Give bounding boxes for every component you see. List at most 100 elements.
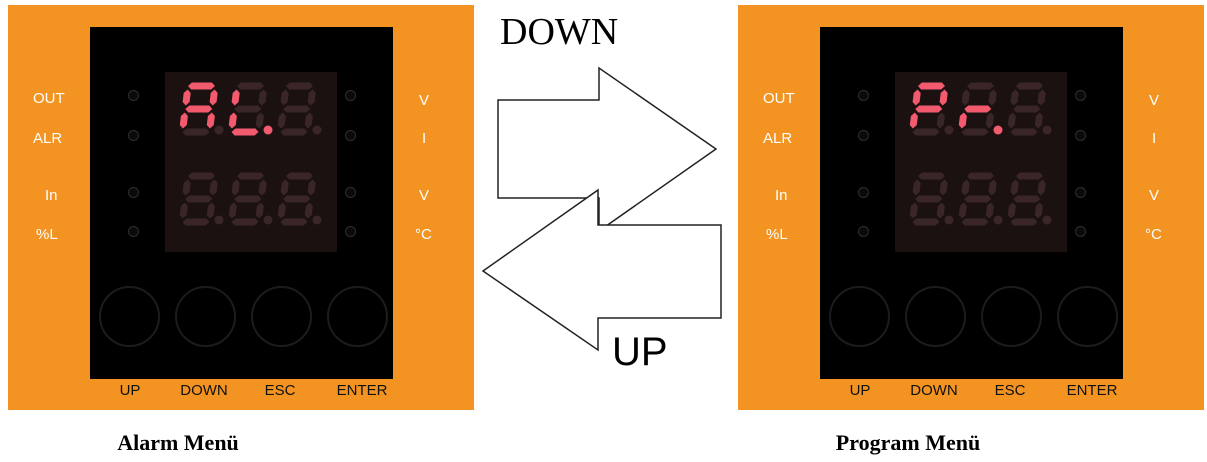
led-percent-l [858,226,869,237]
segment-f [280,89,289,106]
led-in [128,187,139,198]
label-current: I [422,130,427,147]
segment-c [206,202,215,219]
enter-key-label: ENTER [1066,382,1118,399]
segment-b [1037,179,1046,196]
segment-d [280,128,308,136]
down-arrow [497,66,718,233]
decimal-point [993,215,1003,225]
segment-b [209,89,218,106]
segment-b [988,89,997,106]
decimal-point [944,125,954,135]
led-out [858,90,869,101]
segment-d [182,128,210,136]
segment-d [961,218,989,226]
segment-f [280,179,289,196]
segment-g [234,195,262,203]
segment-e [228,202,237,219]
led-in [858,187,869,198]
decimal-point [263,215,273,225]
alarm-menu-caption: Alarm Menü [117,430,239,455]
decimal-point [1042,215,1052,225]
segment-a [286,172,313,180]
segment-b [988,179,997,196]
segment-c [936,112,945,129]
label-celsius: °C [415,226,432,243]
segment-e [909,112,918,129]
label-volt-2: V [419,187,430,204]
segment-g [185,195,213,203]
segment-d [1010,128,1038,136]
segment-f [182,89,191,106]
down-key[interactable] [905,286,966,347]
segment-c [304,112,313,129]
seven-segment-display [895,72,1067,252]
segment-g [283,105,311,113]
enter-key[interactable] [1057,286,1118,347]
segment-a [1016,82,1043,90]
segment-a [188,82,215,90]
segment-f [912,179,921,196]
seven-segment-display [165,72,337,252]
segment-b [209,179,218,196]
segment-a [286,82,313,90]
segment-a [237,172,264,180]
label-current: I [1152,130,1157,147]
segment-d [231,128,259,136]
led-percent-l [128,226,139,237]
segment-c [206,112,215,129]
segment-f [961,89,970,106]
led-volt-1 [1075,90,1086,101]
decimal-point [214,125,224,135]
led-volt-2 [1075,187,1086,198]
up-key[interactable] [829,286,890,347]
segment-g [1013,105,1041,113]
segment-b [258,179,267,196]
up-key[interactable] [99,286,160,347]
segment-c [936,202,945,219]
segment-f [1010,89,1019,106]
decimal-point [312,125,322,135]
segment-b [939,179,948,196]
led-volt-1 [345,90,356,101]
controller-face [820,27,1123,379]
segment-a [237,82,264,90]
segment-e [958,112,967,129]
label-volt-1: V [419,92,430,109]
segment-e [1007,112,1016,129]
decimal-point [944,215,954,225]
segment-d [912,218,940,226]
led-out [128,90,139,101]
segment-a [967,82,994,90]
label-celsius: °C [1145,226,1162,243]
up-arrow-label: UP [612,330,668,374]
segment-e [277,112,286,129]
up-key-label: UP [849,382,871,399]
segment-e [228,112,237,129]
down-key[interactable] [175,286,236,347]
segment-f [231,179,240,196]
segment-e [277,202,286,219]
segment-g [1013,195,1041,203]
segment-f [912,89,921,106]
segment-g [283,195,311,203]
decimal-point [312,215,322,225]
segment-c [1034,112,1043,129]
esc-key[interactable] [251,286,312,347]
segment-d [912,128,940,136]
program-menu-caption: Program Menü [835,430,981,455]
down-key-label: DOWN [910,382,958,399]
enter-key[interactable] [327,286,388,347]
esc-key[interactable] [981,286,1042,347]
segment-g [964,195,992,203]
label-volt-1: V [1149,92,1160,109]
segment-b [258,89,267,106]
esc-key-label: ESC [994,382,1026,399]
up-arrow [481,188,722,352]
segment-c [985,112,994,129]
label-out: OUT [763,90,795,107]
label-alr: ALR [33,130,63,147]
decimal-point [263,125,273,135]
segment-d [961,128,989,136]
segment-c [304,202,313,219]
